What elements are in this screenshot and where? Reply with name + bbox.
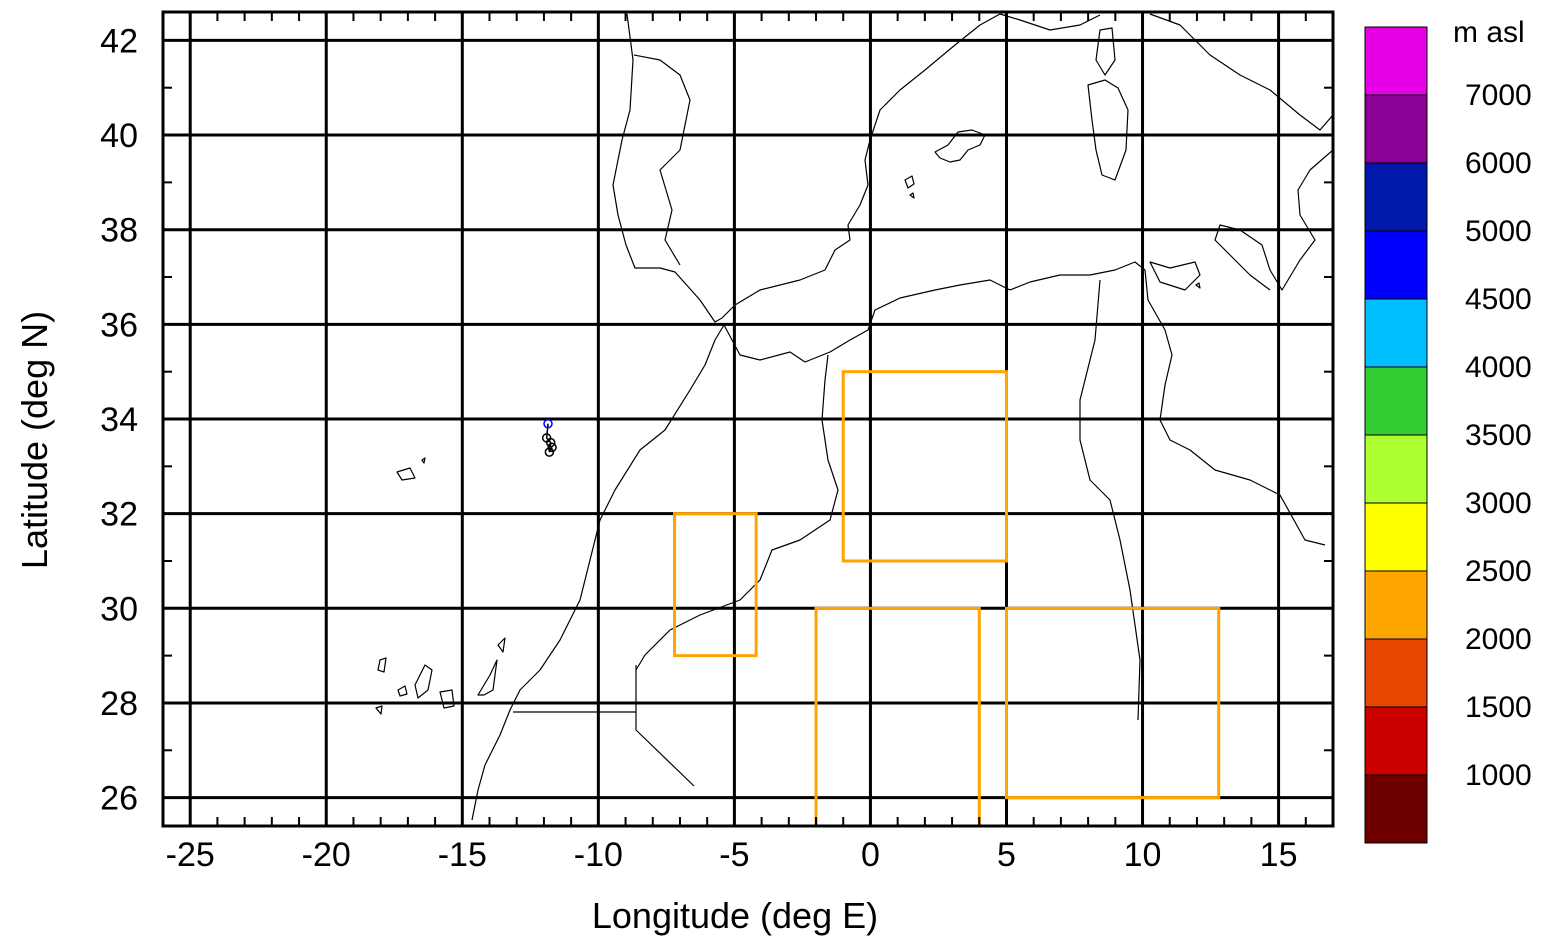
y-axis-title: Latitude (deg N) [14, 311, 55, 569]
colorbar-swatch [1364, 162, 1428, 232]
x-tick-label: -5 [719, 836, 749, 874]
colorbar-unit: m asl [1453, 16, 1525, 49]
colorbar-level-label: 5000 [1465, 215, 1532, 248]
colorbar-swatch [1364, 230, 1428, 300]
axis-ticks: -25 -20 -15 -10 -5 0 5 10 15 26 28 30 32 34 36 38 40 42 [100, 12, 1334, 874]
x-tick-label: 10 [1124, 836, 1162, 874]
y-tick-label: 26 [100, 780, 138, 818]
colorbar-swatch [1364, 774, 1428, 844]
trajectory-point [543, 418, 553, 429]
colorbar-level-label: 2500 [1465, 555, 1532, 588]
colorbar-swatch [1364, 434, 1428, 504]
x-tick-label: -10 [574, 836, 623, 874]
region-box [1004, 606, 1221, 800]
colorbar-level-label: 1500 [1465, 691, 1532, 724]
colorbar-level-label: 2000 [1465, 623, 1532, 656]
y-tick-label: 28 [100, 685, 138, 723]
trajectory-point [547, 442, 557, 453]
colorbar-swatch [1364, 502, 1428, 572]
colorbar-level-label: 3000 [1465, 487, 1532, 520]
y-tick-label: 36 [100, 306, 138, 344]
colorbar-level-label: 4500 [1465, 283, 1532, 316]
x-tick-label: 0 [861, 836, 880, 874]
y-tick-label: 34 [100, 401, 138, 439]
y-tick-label: 32 [100, 496, 138, 534]
colorbar-swatch [1364, 26, 1428, 96]
y-tick-label: 42 [100, 22, 138, 60]
region-boxes [673, 370, 1221, 826]
x-tick-label: -20 [302, 836, 351, 874]
trajectory-point [544, 447, 555, 457]
colorbar-level-label: 7000 [1465, 79, 1532, 112]
region-box [673, 512, 758, 658]
coastlines [375, 13, 1333, 821]
colorbar-level-label: 6000 [1465, 147, 1532, 180]
colorbar-swatch [1364, 298, 1428, 368]
colorbar-level-label: 1000 [1465, 759, 1532, 792]
x-tick-label: -25 [166, 836, 215, 874]
colorbar-swatch [1364, 706, 1428, 776]
colorbar-swatch [1364, 94, 1428, 164]
colorbar-level-label: 4000 [1465, 351, 1532, 384]
colorbar-swatch [1364, 638, 1428, 708]
region-box [841, 370, 1008, 563]
trajectory-point [545, 437, 556, 448]
colorbar-swatch [1364, 570, 1428, 640]
region-box [814, 606, 981, 826]
y-tick-label: 40 [100, 117, 138, 155]
colorbar: 7000 6000 5000 4500 4000 3500 3000 2500 2000 1500… [1364, 26, 1532, 844]
x-tick-label: 15 [1260, 836, 1298, 874]
y-tick-label: 30 [100, 590, 138, 628]
x-tick-label: 5 [997, 836, 1016, 874]
x-axis-title: Longitude (deg E) [592, 895, 878, 936]
gridlines [163, 12, 1333, 826]
y-tick-label: 38 [100, 212, 138, 250]
colorbar-swatch [1364, 366, 1428, 436]
trajectory [541, 418, 557, 457]
colorbar-level-label: 3500 [1465, 419, 1532, 452]
x-tick-label: -15 [438, 836, 487, 874]
